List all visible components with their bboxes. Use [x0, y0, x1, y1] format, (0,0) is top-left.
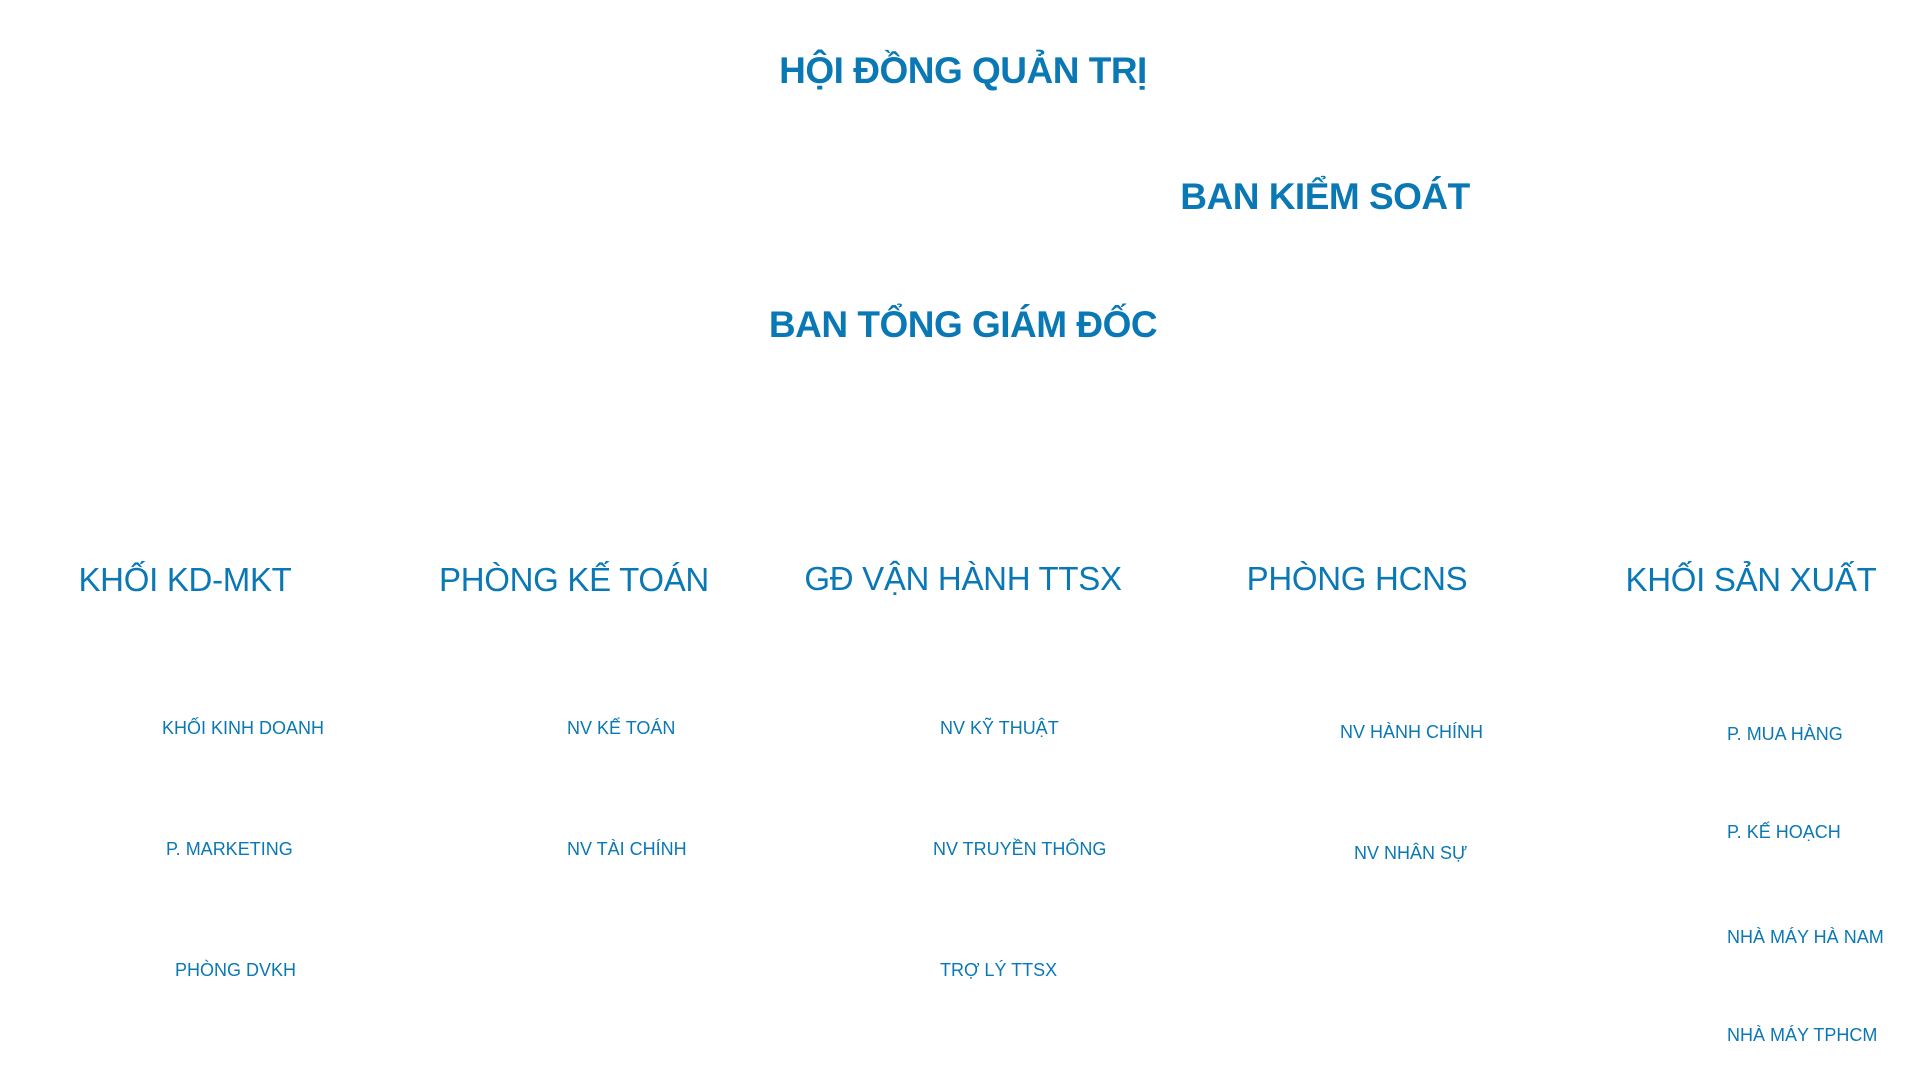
kd-mkt-item: KHỐI KINH DOANH	[162, 718, 325, 738]
hr-item: NV HÀNH CHÍNH	[1340, 722, 1484, 742]
board-of-directors-label: HỘI ĐỒNG QUẢN TRỊ	[779, 50, 1147, 91]
accounting-item: NV TÀI CHÍNH	[567, 839, 687, 859]
operations-item: TRỢ LÝ TTSX	[940, 960, 1058, 980]
dept-production-title: KHỐI SẢN XUẤT	[1625, 561, 1877, 598]
operations-item: NV TRUYỀN THÔNG	[933, 839, 1107, 859]
production-item: NHÀ MÁY HÀ NAM	[1727, 927, 1884, 947]
kd-mkt-item: PHÒNG DVKH	[175, 960, 297, 980]
hr-item: NV NHÂN SỰ	[1354, 843, 1468, 863]
dept-kd-mkt-title: KHỐI KD-MKT	[78, 561, 292, 598]
operations-item: NV KỸ THUẬT	[940, 718, 1059, 738]
dept-operations-title: GĐ VẬN HÀNH TTSX	[804, 560, 1122, 597]
accounting-item: NV KẾ TOÁN	[567, 718, 676, 738]
supervisory-board-label: BAN KIỂM SOÁT	[1180, 176, 1470, 217]
production-item: P. MUA HÀNG	[1727, 724, 1843, 744]
kd-mkt-item: P. MARKETING	[166, 839, 293, 859]
dept-hr-title: PHÒNG HCNS	[1246, 560, 1468, 597]
production-item: P. KẾ HOẠCH	[1727, 822, 1841, 842]
production-item: NHÀ MÁY TPHCM	[1727, 1025, 1878, 1045]
executive-board-label: BAN TỔNG GIÁM ĐỐC	[768, 304, 1158, 345]
dept-accounting-title: PHÒNG KẾ TOÁN	[439, 561, 709, 598]
